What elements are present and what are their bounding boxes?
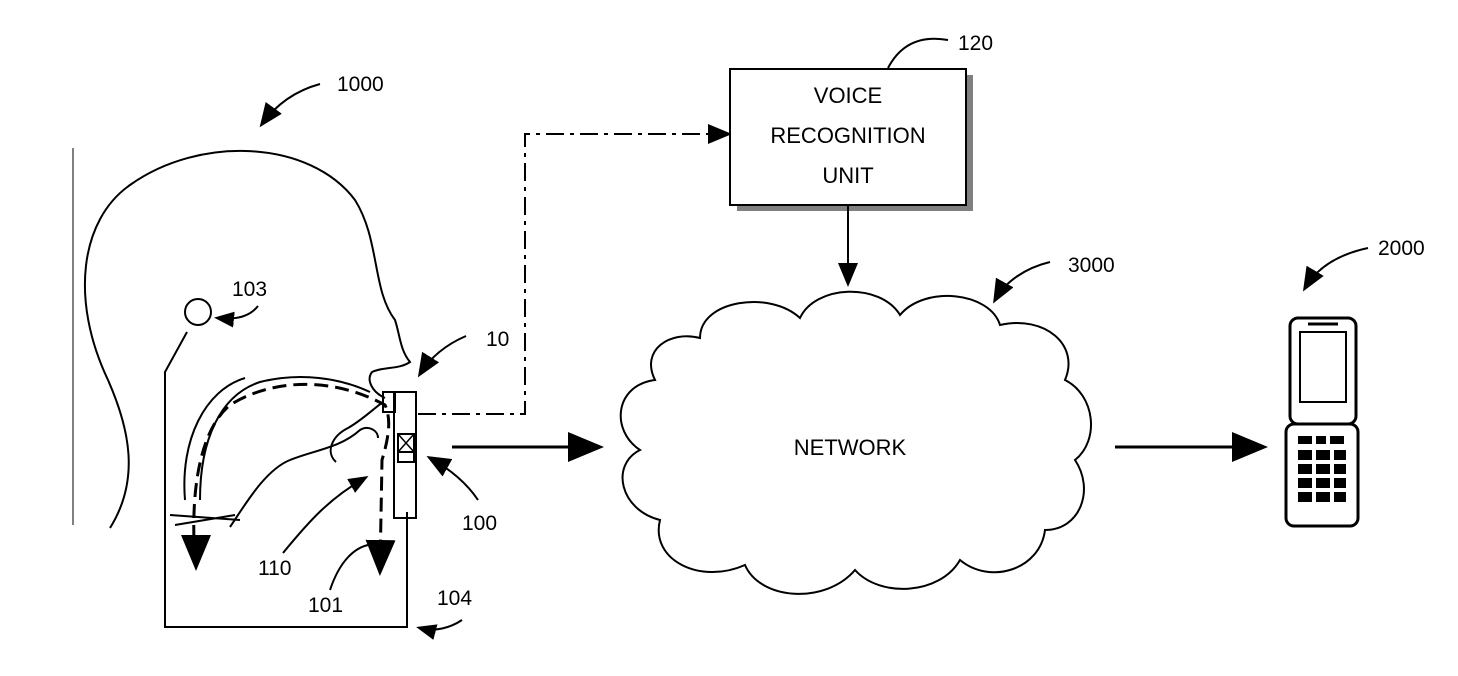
head-outline: [84, 149, 412, 529]
throat-curve: [183, 377, 246, 501]
network-cloud: [619, 290, 1092, 595]
label-100: 100: [462, 512, 497, 535]
throat-scribble: [169, 514, 241, 526]
label-3000-leader: [993, 261, 1051, 304]
label-2000: 2000: [1378, 237, 1425, 260]
label-120: 120: [958, 32, 993, 55]
label-10-leader: [417, 335, 467, 378]
label-100-leader: [426, 456, 479, 501]
sensor-point-circle: [184, 298, 212, 326]
label-101: 101: [308, 594, 343, 617]
label-103: 103: [232, 278, 267, 301]
label-1000-leader: [259, 83, 321, 128]
palate-curve: [199, 376, 371, 501]
sensor-point-leader: [214, 305, 259, 328]
voice-unit-line3: UNIT: [822, 163, 873, 188]
mouth-region-box: [164, 331, 408, 628]
label-104-leader: [416, 619, 463, 640]
network-label: NETWORK: [794, 435, 907, 460]
label-110-leader: [282, 476, 369, 554]
lower-lip-outline: [329, 401, 384, 463]
label-2000-leader: [1302, 247, 1369, 292]
airflow-dashed-path: [192, 382, 396, 576]
label-10: 10: [486, 328, 509, 351]
label-110: 110: [258, 557, 291, 580]
voice-unit-line1: VOICE: [814, 83, 882, 108]
sensor-device-bar: [393, 391, 417, 519]
label-120-leader: [887, 37, 949, 69]
label-104: 104: [437, 587, 472, 610]
voice-recognition-unit-box: [729, 68, 967, 206]
sensor-cell-lower: [397, 451, 415, 463]
signal-to-voice-unit: [418, 124, 732, 415]
sensor-device-tab: [382, 391, 396, 413]
label-3000: 3000: [1068, 254, 1115, 277]
label-101-leader: [329, 544, 369, 591]
label-1000: 1000: [337, 73, 384, 96]
tongue-curve: [229, 427, 379, 528]
mobile-phone-icon: [1284, 316, 1360, 528]
voice-unit-line2: RECOGNITION: [770, 123, 925, 148]
